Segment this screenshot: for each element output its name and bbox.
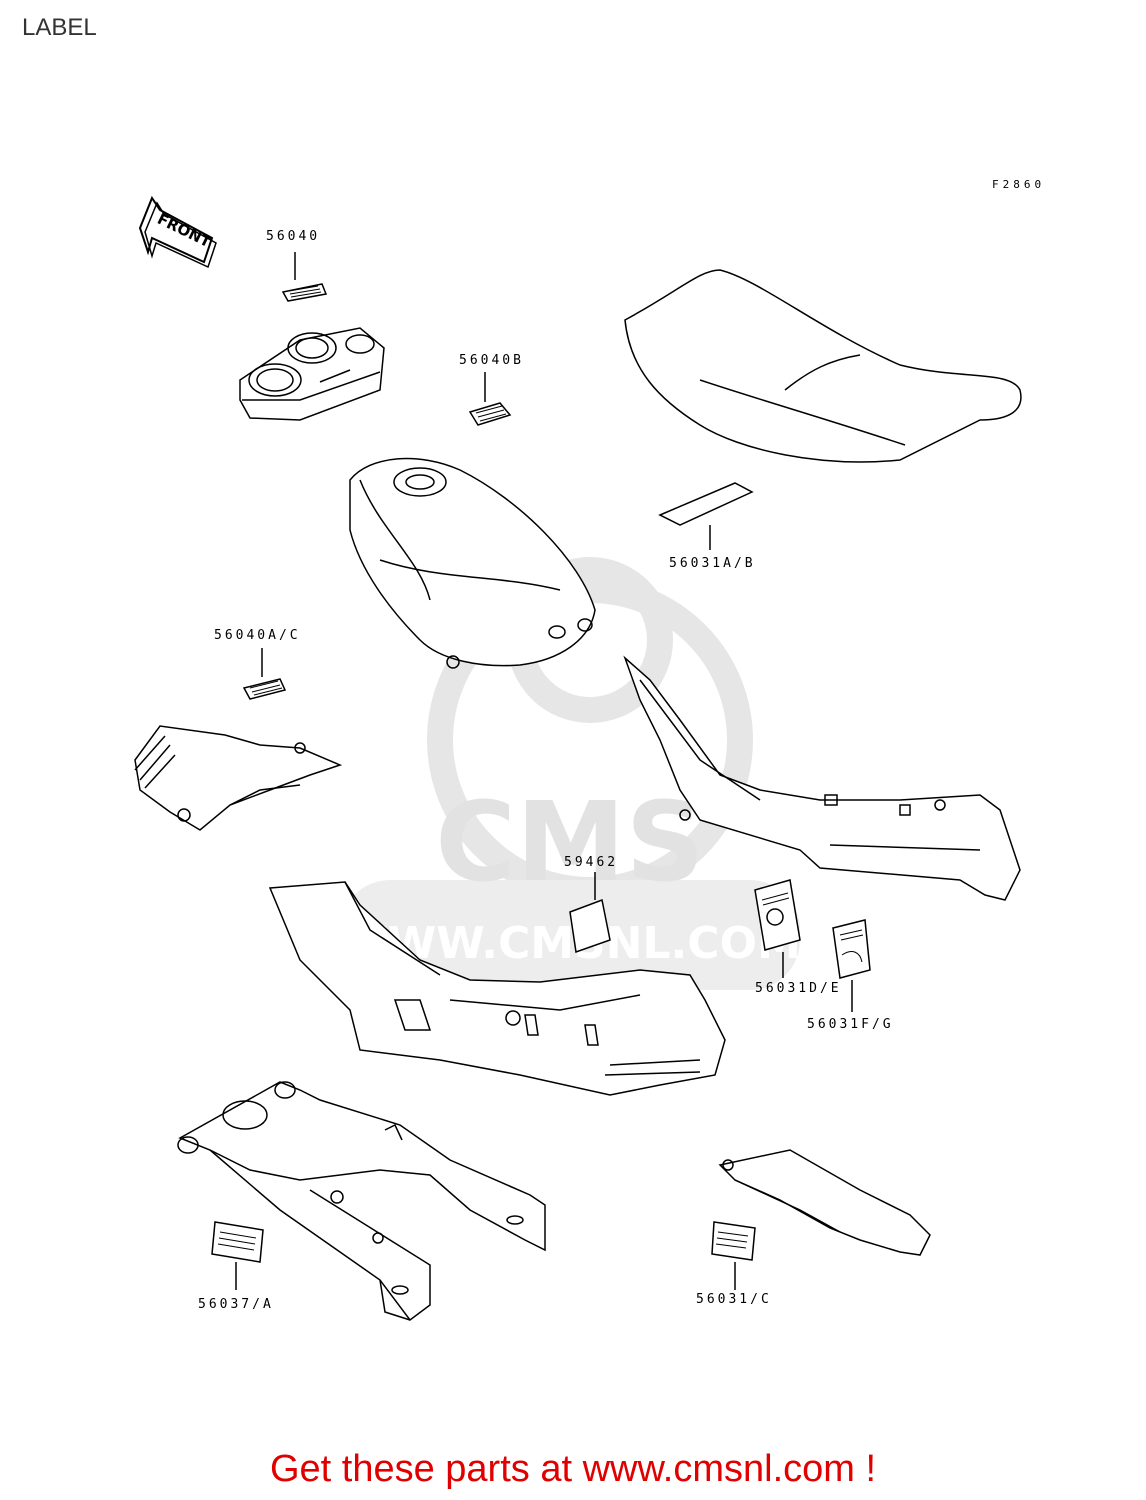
label-56040b-icon xyxy=(468,372,512,426)
chain-cover-icon xyxy=(718,1149,931,1256)
callout-56040ac: 56040A/C xyxy=(214,628,301,643)
seat-icon xyxy=(624,269,1022,463)
callout-56037a: 56037/A xyxy=(198,1297,274,1312)
callout-59462: 59462 xyxy=(564,855,619,870)
figure-code: F2860 xyxy=(992,178,1046,191)
watermark-brand: CMS xyxy=(435,778,704,906)
label-56040ac-icon xyxy=(242,648,287,700)
label-56037a-icon xyxy=(211,1221,264,1290)
callout-56031fg: 56031F/G xyxy=(807,1017,894,1032)
label-56031de-icon xyxy=(754,879,801,978)
label-56031ab-icon xyxy=(658,482,754,550)
callout-56031c: 56031/C xyxy=(696,1292,772,1307)
page-title: LABEL xyxy=(22,14,97,41)
inner-cover-icon xyxy=(134,725,343,831)
callout-56040: 56040 xyxy=(266,229,321,244)
instrument-cluster-icon xyxy=(239,327,385,421)
get-parts-link[interactable]: Get these parts at www.cmsnl.com ! xyxy=(269,1448,877,1490)
lower-fairing-icon xyxy=(268,881,726,1096)
callout-56031ab: 56031A/B xyxy=(669,556,756,571)
fuel-tank-icon xyxy=(349,457,596,669)
callout-56040b: 56040B xyxy=(459,353,524,368)
side-cover-right-icon xyxy=(623,655,1021,901)
front-arrow: FRONT xyxy=(138,195,217,269)
label-56040-icon xyxy=(281,252,328,302)
callout-56031de: 56031D/E xyxy=(755,981,842,996)
label-56031fg-icon xyxy=(832,919,871,1012)
label-59462-icon xyxy=(569,872,611,954)
label-56031c-icon xyxy=(711,1221,756,1290)
swing-arm-icon xyxy=(177,1081,546,1322)
